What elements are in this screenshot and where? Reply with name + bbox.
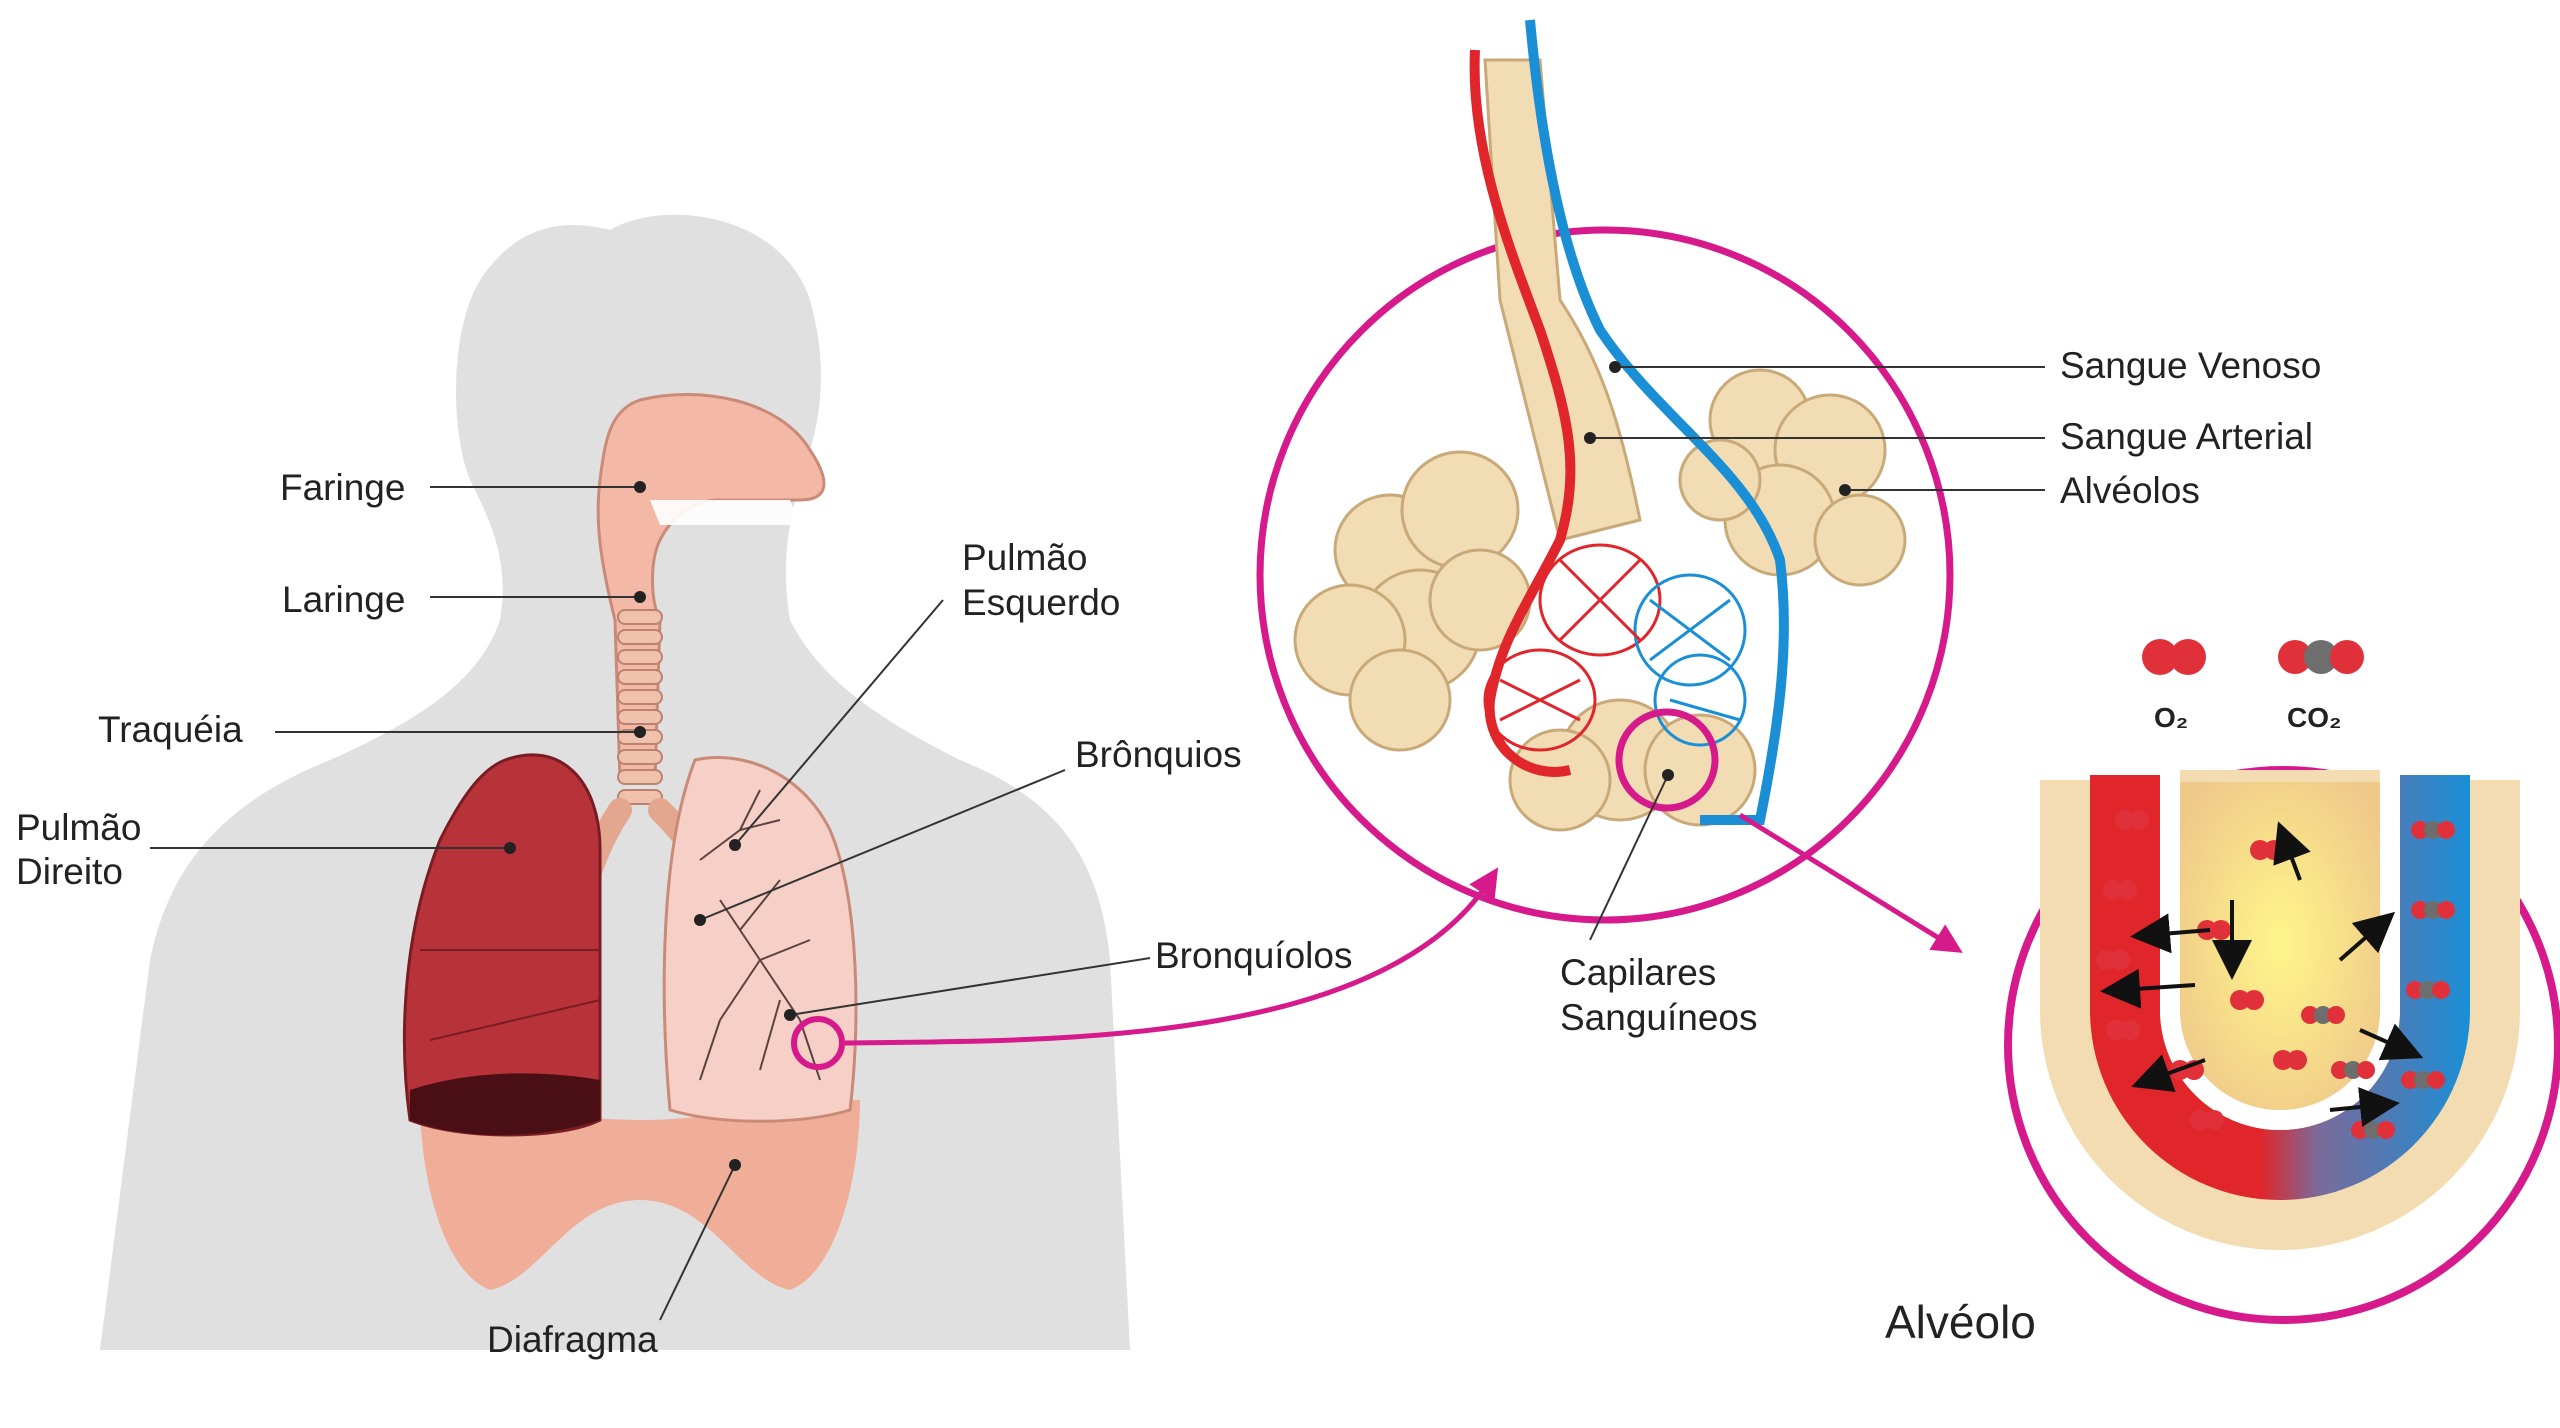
bronchial-tree: [699, 789, 821, 1081]
middle-leader-dots: [1584, 361, 1851, 781]
label-diafragma: Diafragma: [487, 1319, 658, 1360]
o2-molecule-icon: [2142, 639, 2206, 675]
gas-exchange-arrows: [2100, 821, 2424, 1127]
middle-leader-lines: [1589, 366, 2045, 941]
diaphragm: [420, 1100, 860, 1290]
label-capilares-line1: Capilares: [1560, 952, 1716, 993]
label-alveolo: Alvéolo: [1885, 1296, 2036, 1348]
label-pulmao-esquerdo-line1: Pulmão: [962, 537, 1087, 578]
left-leader-dots: [504, 481, 796, 1171]
label-pulmao-direito-line1: Pulmão: [16, 807, 141, 848]
label-bronquios: Brônquios: [1075, 734, 1242, 775]
alveoli-zoom-circle: [1256, 226, 1954, 924]
body-silhouette: [100, 214, 1130, 1351]
zoom-marker-capillary: [1615, 708, 1719, 812]
label-alveolos: Alvéolos: [2060, 470, 2200, 511]
capillary-network: [1483, 543, 1747, 752]
left-leader-lines: [150, 486, 1151, 1321]
label-co2: CO₂: [2287, 702, 2341, 733]
zoom-arrow-1: [844, 867, 1499, 1046]
label-pulmao-esquerdo-line2: Esquerdo: [962, 582, 1120, 623]
label-sangue-arterial: Sangue Arterial: [2060, 416, 2313, 457]
alveolus-lumen: [2180, 775, 2380, 1110]
right-lung: [402, 753, 602, 1137]
label-faringe: Faringe: [280, 467, 405, 508]
label-o2: O₂: [2154, 702, 2188, 733]
zoom-arrow-2: [1738, 812, 1963, 953]
bronchiole-tube: [1483, 58, 1642, 542]
label-capilares-line2: Sanguíneos: [1560, 997, 1758, 1038]
gas-legend: O₂ CO₂: [2142, 639, 2364, 733]
zoom-marker-lung: [791, 1016, 845, 1070]
co2-molecule-icon: [2278, 640, 2364, 674]
label-traqueia: Traquéia: [98, 709, 243, 750]
label-sangue-venoso: Sangue Venoso: [2060, 345, 2321, 386]
label-pulmao-direito-line2: Direito: [16, 851, 123, 892]
label-laringe: Laringe: [282, 579, 405, 620]
left-lung: [662, 756, 858, 1123]
label-bronquiolos: Bronquíolos: [1155, 935, 1352, 976]
vein: [1525, 19, 1789, 825]
